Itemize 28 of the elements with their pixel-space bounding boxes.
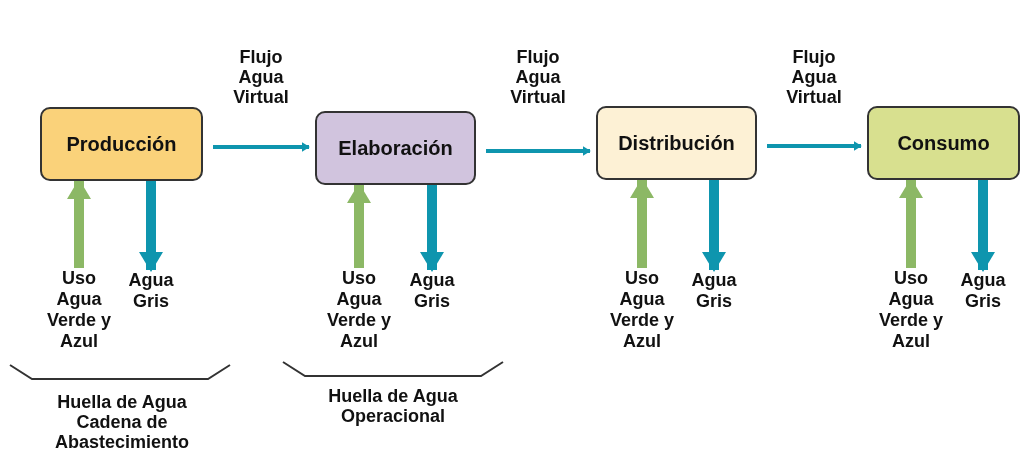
arrow <box>486 147 591 155</box>
process-box: Consumo <box>867 106 1020 180</box>
process-box: Elaboración <box>315 111 476 185</box>
arrow <box>69 179 89 268</box>
arrow <box>973 180 993 272</box>
arrow <box>422 185 442 272</box>
arrow <box>632 178 652 268</box>
node-text: Agua Gris <box>949 270 1017 312</box>
process-box: Producción <box>40 107 203 181</box>
footprint-label: Huella de Agua Operacional <box>327 386 459 426</box>
arrow <box>767 142 862 150</box>
arrow <box>213 143 310 151</box>
arrow <box>901 178 921 268</box>
edge-label: Flujo Agua Virtual <box>232 47 290 107</box>
footprint-label: Huella de Agua Cadena de Abastecimiento <box>53 392 190 452</box>
node-text: Uso Agua Verde y Azul <box>46 268 112 352</box>
arrow <box>349 183 369 268</box>
node-text: Uso Agua Verde y Azul <box>878 268 944 352</box>
node-text: Agua Gris <box>117 270 185 312</box>
process-box: Distribución <box>596 106 757 180</box>
arrow <box>704 180 724 272</box>
edge-label: Flujo Agua Virtual <box>785 47 843 107</box>
node-text: Uso Agua Verde y Azul <box>326 268 392 352</box>
edge-label: Flujo Agua Virtual <box>509 47 567 107</box>
arrow <box>141 181 161 272</box>
node-text: Uso Agua Verde y Azul <box>609 268 675 352</box>
node-text: Agua Gris <box>680 270 748 312</box>
node-text: Agua Gris <box>398 270 466 312</box>
